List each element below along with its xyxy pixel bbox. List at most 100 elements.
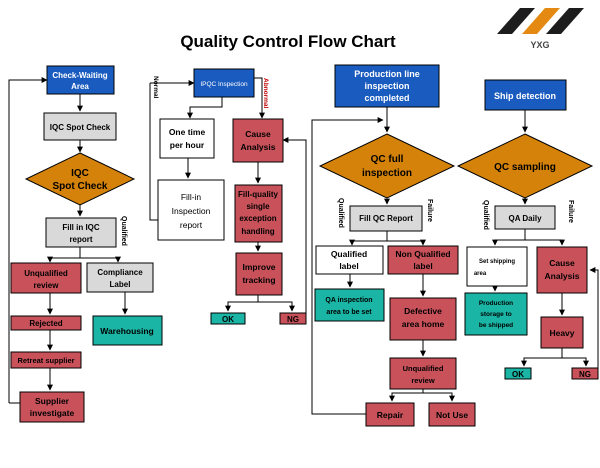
cause-analysis-ipqc-label-2: Analysis [241,142,276,152]
node-set-shipping-area: Set shipping area [466,246,528,287]
production-storage-label-1: Production [479,300,513,307]
page-title: Quality Control Flow Chart [180,32,396,51]
fill-qc-report-label: Fill QC Report [359,214,413,223]
defective-label-2: area home [402,319,445,329]
supplier-investigate-label-2: investigate [30,408,75,418]
warehousing-label: Warehousing [100,326,154,336]
unqualified-review-qc-label-2: review [411,376,435,385]
set-shipping-label-2: area [474,271,487,277]
rejected-label: Rejected [29,319,62,328]
node-qualified-label: Qualified label [315,245,384,275]
iqc-decision-label-1: IQC [71,168,89,179]
node-defective-area-home: Defective area home [389,297,457,341]
qa-inspection-label-1: QA inspection [325,297,372,304]
supplier-investigate-label-1: Supplier [35,396,70,406]
node-unqualified-review-qc: Unqualified review [389,357,457,390]
abnormal-label: Abnormal [262,78,269,109]
production-storage-label-2: storage to [480,311,511,318]
fill-quality-label-4: handling [241,227,274,236]
qc-sampling-label: QC sampling [494,162,556,173]
unqualified-review-label-1: Unqualified [24,269,68,278]
fill-in-label-2: Inspection [172,206,211,216]
compliance-label-1: Compliance [97,268,143,277]
ok-ipqc-label: OK [222,315,234,324]
iqc-decision-label-2: Spot Check [52,181,107,192]
node-fill-quality-exception: Fill-quality single exception handling [234,184,283,243]
company-logo: YXG [497,8,584,50]
node-supplier-investigate: Supplier investigate [19,391,85,423]
fill-iqc-label-1: Fill in IQC [62,223,100,232]
production-storage-label-3: be shipped [479,322,513,329]
unqualified-review-label-2: review [34,281,60,290]
node-qa-inspection-area: QA inspection area to be set [314,288,385,322]
iqc-qualified-label: Qualified [120,216,127,246]
production-label-1: Production line [354,69,420,79]
node-production-line-completed: Production line inspection completed [334,64,440,108]
node-fill-qc-report: Fill QC Report [349,205,423,232]
node-improve-tracking: Improve tracking [235,252,283,296]
qc-sampling-failure-label: Failure [567,200,574,223]
node-cause-analysis-ship: Cause Analysis [536,246,588,294]
node-ship-detection: Ship detection [484,79,567,111]
production-label-3: completed [364,93,409,103]
improve-label-2: tracking [242,275,275,285]
node-ng-ipqc: NG [279,312,307,325]
one-time-label-1: One time [169,127,206,137]
ng-ipqc-label: NG [287,315,299,324]
non-qualified-label-2: label [413,261,432,271]
connectors [8,77,599,415]
logo-text: YXG [530,40,549,50]
qc-sampling-qualified-label: Qualified [482,200,489,230]
node-repair: Repair [365,402,415,427]
node-rejected: Rejected [10,315,82,331]
non-qualified-label-1: Non Qualified [395,249,450,259]
node-compliance-label: Compliance Label [86,262,154,293]
one-time-label-2: per hour [170,140,205,150]
unqualified-review-qc-label-1: Unqualified [403,364,444,373]
node-ipqc-inspection: IPQC Inspection [193,68,255,98]
node-check-waiting-area: Check-Waiting Area [46,65,115,95]
check-waiting-label-2: Area [71,82,89,91]
retreat-supplier-label: Retreat supplier [17,356,74,365]
not-use-label: Not Use [436,410,468,420]
node-qa-daily: QA Daily [494,205,556,230]
node-fill-in-inspection-report: Fill-in Inspection report [157,179,225,241]
fill-quality-label-3: exception [239,214,276,223]
normal-label: Normal [152,76,159,99]
compliance-label-2: Label [110,280,131,289]
ng-ship-label: NG [579,370,591,379]
node-iqc-spot-check-decision: IQC Spot Check [24,152,136,206]
iqc-spot-check-label: IQC Spot Check [50,123,111,132]
defective-label-1: Defective [404,306,442,316]
node-ok-ship: OK [504,367,532,380]
heavy-label: Heavy [549,328,574,338]
fill-in-label-1: Fill-in [181,192,202,202]
fill-in-label-3: report [180,220,203,230]
node-one-time-per-hour: One time per hour [159,118,215,159]
qc-full-label-2: inspection [362,168,412,179]
qualified-label-2: label [339,261,358,271]
node-heavy: Heavy [540,316,584,349]
repair-label: Repair [377,410,404,420]
qa-inspection-label-2: area to be set [326,309,372,316]
fill-iqc-label-2: report [69,235,92,244]
fill-quality-label-1: Fill-quality [238,190,279,199]
qa-daily-label: QA Daily [508,214,542,223]
node-ng-ship: NG [571,367,599,380]
node-unqualified-review: Unqualified review [10,262,82,294]
ok-ship-label: OK [512,370,524,379]
check-waiting-label-1: Check-Waiting [52,71,107,80]
qualified-label-1: Qualified [331,249,367,259]
node-production-storage: Production storage to be shipped [464,292,528,336]
node-ok-ipqc: OK [210,312,246,325]
node-cause-analysis-ipqc: Cause Analysis [232,118,284,163]
qc-full-qualified-label: Qualified [337,198,344,228]
production-label-2: inspection [364,81,409,91]
node-retreat-supplier: Retreat supplier [10,351,82,369]
node-non-qualified-label: Non Qualified label [387,245,459,275]
improve-label-1: Improve [242,262,275,272]
cause-analysis-ipqc-label-1: Cause [245,129,271,139]
ship-detection-label: Ship detection [494,91,556,101]
